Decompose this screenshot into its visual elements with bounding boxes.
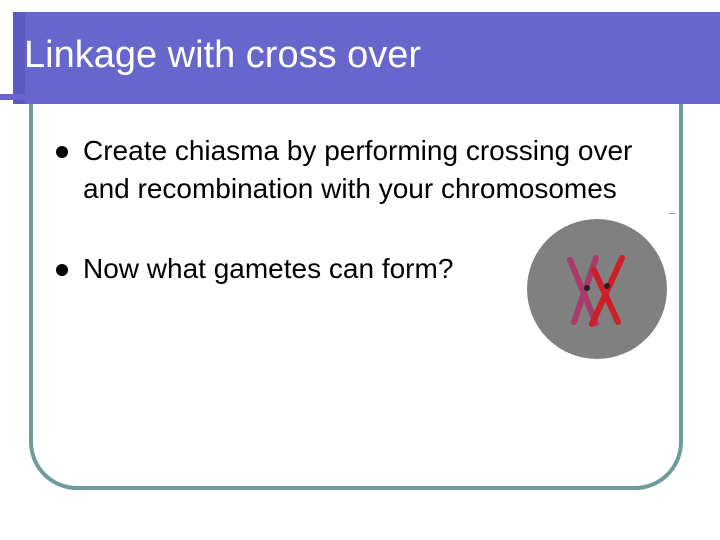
bullet-text: Now what gametes can form? [83,253,454,284]
centromere-dot [604,283,610,289]
bullet-dot-icon [56,264,68,276]
centromere-dot [584,285,590,291]
cell-circle [527,219,667,359]
content-frame [29,104,683,490]
bullet-list: Create chiasma by performing crossing ov… [56,132,656,288]
bullet-text: Create chiasma by performing crossing ov… [83,135,633,204]
bullet-item: Create chiasma by performing crossing ov… [56,132,656,208]
bullet-dot-icon [56,146,68,158]
title-bar [13,12,720,104]
crossed-chromosomes-icon [527,219,667,359]
bullet-item: Now what gametes can form? [56,250,656,288]
stray-mark [669,213,675,214]
slide-title: Linkage with cross over [24,34,422,76]
title-bar-shade [13,12,25,104]
chromosome-b-arm [589,255,625,327]
title-underline [0,94,636,100]
